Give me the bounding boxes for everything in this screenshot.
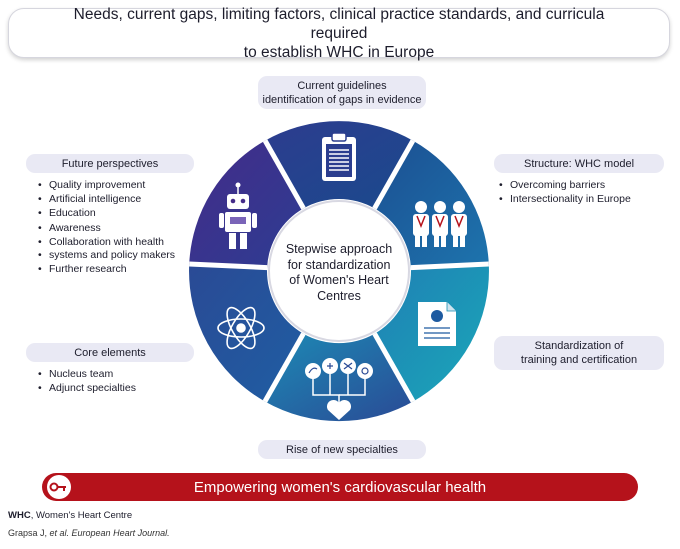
abbreviation-note: WHC, Women's Heart Centre	[8, 510, 132, 521]
future-perspectives-text: Future perspectives	[61, 157, 159, 170]
segment-new-specialties	[264, 333, 414, 422]
center-line-4: Centres	[317, 288, 361, 303]
label-standardization: Standardization of training and certific…	[494, 336, 664, 370]
center-label: Stepwise approach for standardization of…	[273, 242, 405, 304]
label-current-guidelines: Current guidelines identification of gap…	[258, 76, 426, 109]
key-icon	[47, 475, 71, 499]
abbr-definition: , Women's Heart Centre	[30, 510, 133, 521]
list-item: Overcoming barriers	[497, 178, 631, 192]
future-perspectives-list: Quality improvement Artificial intellige…	[36, 178, 175, 277]
core-elements-list: Nucleus team Adjunct specialties	[36, 367, 136, 396]
list-item: Collaboration with health	[36, 235, 175, 249]
list-item: Artificial intelligence	[36, 192, 175, 206]
list-item: Further research	[36, 262, 175, 276]
center-line-1: Stepwise approach	[285, 242, 393, 256]
label-future-perspectives: Future perspectives	[26, 154, 194, 173]
list-item: Nucleus team	[36, 367, 136, 381]
title-box: Needs, current gaps, limiting factors, c…	[8, 5, 670, 61]
list-item: Education	[36, 206, 175, 220]
citation: Grapsa J, et al. European Heart Journal.	[8, 528, 170, 538]
citation-authors: Grapsa J,	[8, 528, 50, 538]
center-circle	[268, 200, 410, 342]
structure-list: Overcoming barriers Intersectionality in…	[497, 178, 631, 207]
clipboard-icon	[322, 132, 356, 181]
certificate-icon	[418, 302, 456, 346]
standardization-line-2: training and certification	[520, 354, 638, 366]
title-line-1: Needs, current gaps, limiting factors, c…	[73, 5, 605, 42]
specialties-icon	[305, 358, 373, 420]
list-item: Awareness	[36, 221, 175, 235]
doctors-icon	[413, 201, 467, 247]
atom-icon	[217, 306, 265, 350]
standardization-line-1: Standardization of	[534, 340, 624, 352]
robot-icon	[219, 182, 257, 249]
title-line-2: to establish WHC in Europe	[243, 43, 435, 61]
center-line-2: for standardization	[287, 257, 391, 272]
label-structure: Structure: WHC model	[494, 154, 664, 173]
center-line-3: of Women's Heart	[289, 273, 389, 287]
guidelines-line-1: Current guidelines	[297, 79, 387, 92]
abbr-term: WHC	[8, 510, 31, 521]
list-item-continuation: systems and policy makers	[36, 248, 175, 262]
core-elements-text: Core elements	[74, 346, 146, 359]
label-core-elements: Core elements	[26, 343, 194, 362]
banner-text: Empowering women's cardiovascular health	[193, 478, 487, 496]
list-item: Quality improvement	[36, 178, 175, 192]
structure-text: Structure: WHC model	[523, 157, 635, 170]
label-new-specialties: Rise of new specialties	[258, 440, 426, 459]
guidelines-line-2: identification of gaps in evidence	[262, 93, 422, 106]
segment-core-elements	[189, 264, 304, 402]
new-specialties-text: Rise of new specialties	[286, 443, 398, 456]
empowering-banner: Empowering women's cardiovascular health	[42, 473, 638, 501]
list-item: Adjunct specialties	[36, 381, 136, 395]
citation-journal: European Heart Journal.	[69, 528, 170, 538]
citation-etal: et al.	[49, 528, 70, 538]
list-item: Intersectionality in Europe	[497, 192, 631, 206]
